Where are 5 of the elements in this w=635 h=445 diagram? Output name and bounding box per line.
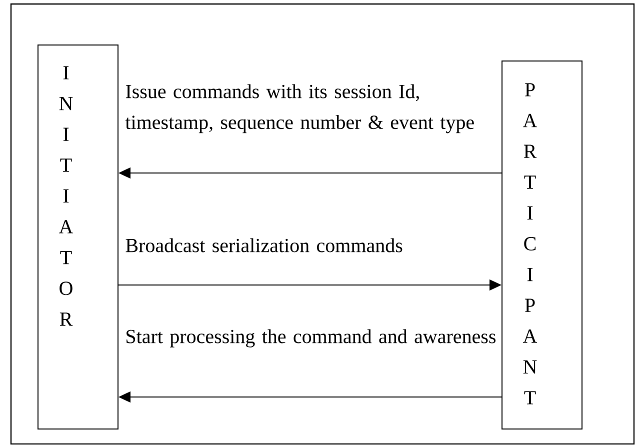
edge-label: Broadcast serialization commands — [126, 238, 402, 252]
edge-label: Start processing the command and awareness — [126, 329, 496, 348]
edge-label: Issue commands with its session Id, timestamp, sequence number & event type — [125, 84, 474, 134]
vertical-box: PARTICIPANT — [502, 60, 582, 430]
vertical-box: INITIATOR — [38, 44, 118, 430]
